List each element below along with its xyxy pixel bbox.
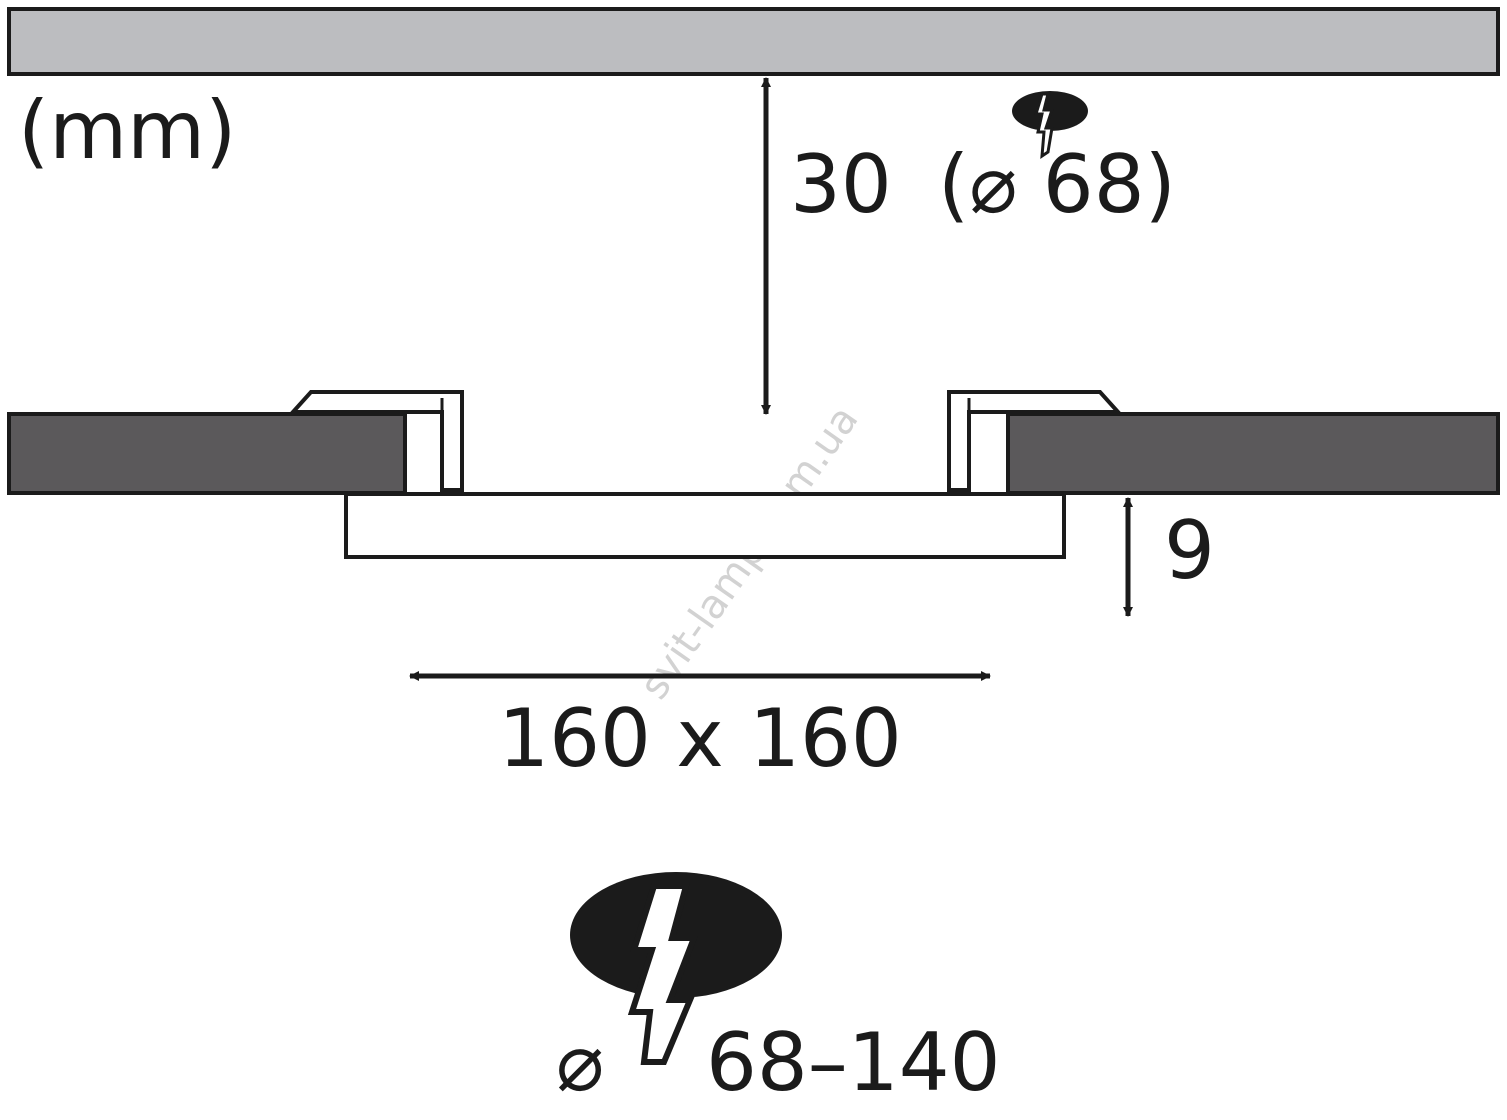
drill-hole-icon-large [570,872,782,1065]
cutout-range-value: 68–140 [706,1016,1001,1109]
ceiling-board-left [7,412,407,495]
ceiling-slab [7,7,1500,76]
units-label: (mm) [18,84,236,177]
thickness-value: 9 [1164,504,1215,597]
panel-size-value: 160 x 160 [498,692,902,785]
ceiling-board-right [1006,412,1500,495]
clearance-value: 30 [790,138,892,231]
cutout-diameter-symbol: ⌀ [556,1016,604,1109]
led-panel [344,492,1066,559]
cutout-note: (⌀ 68) [938,138,1176,231]
drill-hole-icon [1012,91,1088,159]
